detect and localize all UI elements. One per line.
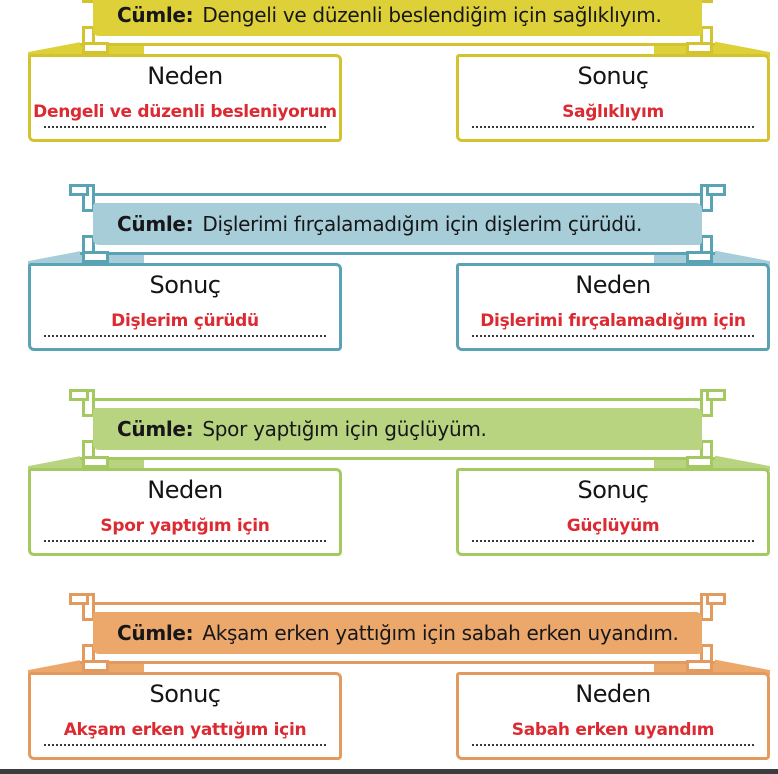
box-label: Neden: [575, 680, 651, 708]
box-label: Sonuç: [577, 62, 649, 90]
box-answer: Dişlerimi fırçalamadığım için: [480, 310, 746, 331]
box-answer: Dengeli ve düzenli besleniyorum: [33, 101, 337, 122]
box-answer: Dişlerim çürüdü: [111, 310, 259, 331]
sentence-text: Spor yaptığım için güçlüyüm.: [202, 417, 487, 441]
answer-box-right: Sonuç Sağlıklıyım: [456, 54, 770, 142]
sentence-prefix: Cümle:: [117, 3, 194, 27]
answer-line: [472, 126, 754, 128]
answer-line: [44, 540, 326, 542]
box-label: Neden: [147, 62, 223, 90]
answer-line: [472, 744, 754, 746]
answer-boxes: Neden Spor yaptığım için Sonuç Güçlüyüm: [28, 468, 770, 556]
answer-box-left: Sonuç Akşam erken yattığım için: [28, 672, 342, 760]
page-edge-strip: [0, 769, 778, 774]
box-label: Sonuç: [149, 680, 221, 708]
box-label: Neden: [147, 476, 223, 504]
sentence-banner: Cümle: Dişlerimi fırçalamadığım için diş…: [69, 184, 726, 263]
sentence-prefix: Cümle:: [117, 212, 194, 236]
exercise-section-4: Cümle: Akşam erken yattığım için sabah e…: [0, 593, 778, 764]
exercise-section-3: Cümle: Spor yaptığım için güçlüyüm. Nede…: [0, 389, 778, 560]
answer-line: [44, 335, 326, 337]
sentence-banner: Cümle: Spor yaptığım için güçlüyüm.: [69, 389, 726, 468]
sentence-banner: Cümle: Dengeli ve düzenli beslendiğim iç…: [80, 0, 715, 54]
answer-box-left: Neden Dengeli ve düzenli besleniyorum: [28, 54, 342, 142]
banner-sentence: Cümle: Akşam erken yattığım için sabah e…: [93, 612, 702, 654]
exercise-section-1: Cümle: Dengeli ve düzenli beslendiğim iç…: [0, 0, 778, 146]
exercise-section-2: Cümle: Dişlerimi fırçalamadığım için diş…: [0, 184, 778, 355]
box-answer: Güçlüyüm: [566, 515, 660, 536]
banner-sentence: Cümle: Spor yaptığım için güçlüyüm.: [93, 408, 702, 450]
sentence-text: Akşam erken yattığım için sabah erken uy…: [202, 621, 679, 645]
answer-box-right: Neden Dişlerimi fırçalamadığım için: [456, 263, 770, 351]
sentence-text: Dişlerimi fırçalamadığım için dişlerim ç…: [202, 212, 643, 236]
answer-boxes: Neden Dengeli ve düzenli besleniyorum So…: [28, 54, 770, 142]
answer-line: [44, 126, 326, 128]
answer-line: [472, 540, 754, 542]
sentence-banner: Cümle: Akşam erken yattığım için sabah e…: [69, 593, 726, 672]
answer-box-left: Neden Spor yaptığım için: [28, 468, 342, 556]
box-answer: Sabah erken uyandım: [511, 719, 715, 740]
box-label: Neden: [575, 271, 651, 299]
answer-box-right: Neden Sabah erken uyandım: [456, 672, 770, 760]
sentence-text: Dengeli ve düzenli beslendiğim için sağl…: [202, 3, 662, 27]
banner-sentence: Cümle: Dengeli ve düzenli beslendiğim iç…: [93, 0, 702, 36]
answer-box-left: Sonuç Dişlerim çürüdü: [28, 263, 342, 351]
answer-line: [44, 744, 326, 746]
sentence-prefix: Cümle:: [117, 621, 194, 645]
box-answer: Spor yaptığım için: [100, 515, 270, 536]
answer-box-right: Sonuç Güçlüyüm: [456, 468, 770, 556]
banner-sentence: Cümle: Dişlerimi fırçalamadığım için diş…: [93, 203, 702, 245]
sentence-prefix: Cümle:: [117, 417, 194, 441]
box-answer: Sağlıklıyım: [562, 101, 664, 122]
answer-line: [472, 335, 754, 337]
box-label: Sonuç: [149, 271, 221, 299]
box-label: Sonuç: [577, 476, 649, 504]
box-answer: Akşam erken yattığım için: [63, 719, 307, 740]
answer-boxes: Sonuç Dişlerim çürüdü Neden Dişlerimi fı…: [28, 263, 770, 351]
answer-boxes: Sonuç Akşam erken yattığım için Neden Sa…: [28, 672, 770, 760]
